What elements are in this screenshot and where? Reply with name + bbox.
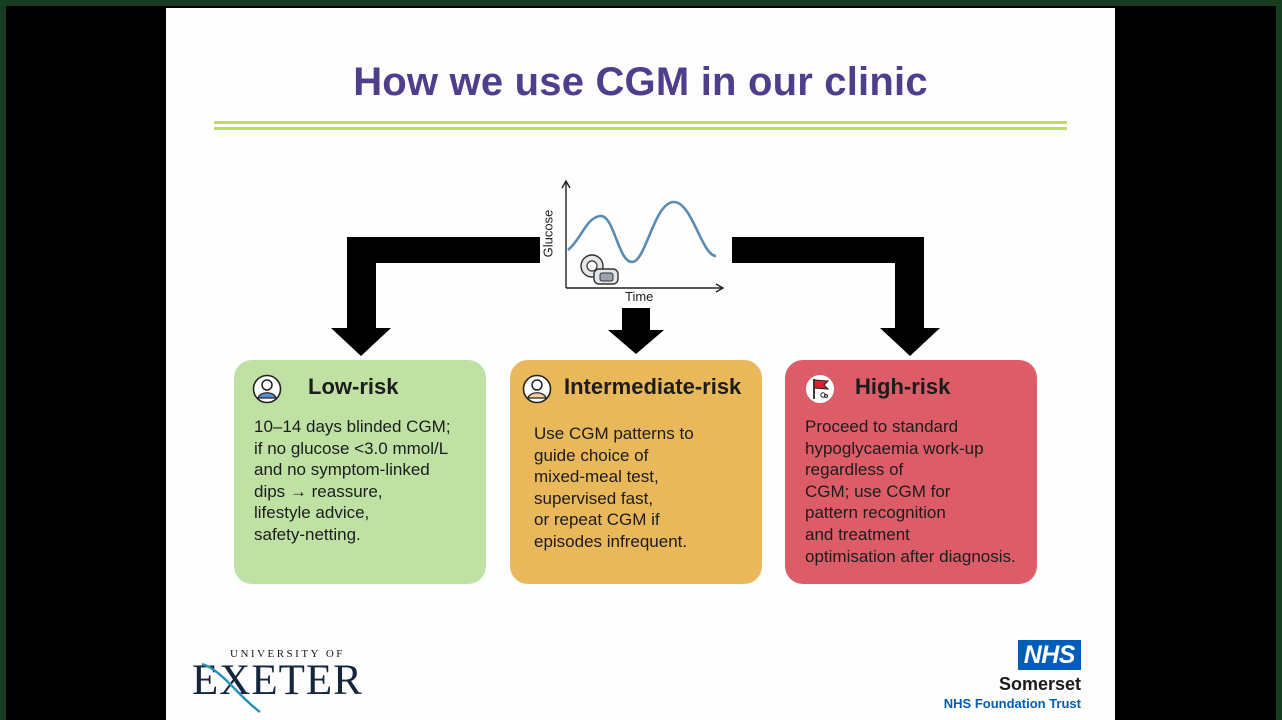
cgm-chart-icon [561, 179, 725, 293]
text-line: guide choice of [534, 445, 649, 465]
text-line: if no glucose <3.0 mmol/L [254, 438, 449, 458]
high-risk-text: Proceed to standard hypoglycaemia work-u… [805, 416, 1027, 567]
text-line: episodes infrequent. [534, 531, 688, 551]
intermediate-risk-box: Intermediate-risk Use CGM patterns to gu… [510, 360, 762, 584]
arrow-to-intermediate-risk [608, 308, 664, 354]
intermediate-risk-title: Intermediate-risk [564, 374, 742, 399]
person-icon [522, 374, 552, 404]
text-line: 10–14 days blinded CGM; [254, 417, 451, 436]
low-risk-title: Low-risk [308, 374, 399, 399]
arrow-to-high-risk [732, 237, 940, 356]
text-line: Proceed to standard [805, 417, 959, 436]
title-rule-top [214, 121, 1067, 124]
text-line: safety-netting. [254, 524, 361, 544]
title-rule-bottom [214, 127, 1067, 130]
flow-arrows [331, 237, 940, 356]
text-line: or repeat CGM if [534, 510, 660, 530]
text-line: and no symptom-linked [254, 460, 430, 480]
red-flag-icon [806, 375, 834, 403]
text-line: lifestyle advice, [254, 503, 370, 523]
text-line: Use CGM patterns to [534, 424, 694, 443]
university-of-exeter-logo: UNIVERSITY OF EXETER [192, 648, 362, 718]
exeter-logo-wordmark: EXETER [192, 657, 363, 704]
nhs-somerset-logo: NHS Somerset NHS Foundation Trust [944, 640, 1081, 711]
low-risk-text: 10–14 days blinded CGM; if no glucose <3… [254, 416, 476, 546]
chart-y-label: Glucose [540, 209, 556, 258]
high-risk-box: High-risk Proceed to standard hypoglycae… [785, 360, 1037, 584]
nhs-logo-mark: NHS [1017, 640, 1081, 670]
glucose-curve [567, 200, 717, 264]
text-line: regardless of [805, 460, 904, 480]
text-line: optimisation after diagnosis. [805, 546, 1016, 566]
text-line: supervised fast, [534, 488, 654, 508]
slide: How we use CGM in our clinic Glucose [166, 8, 1115, 720]
slide-title: How we use CGM in our clinic [353, 60, 928, 104]
high-risk-title: High-risk [855, 374, 951, 399]
low-risk-box: Low-risk 10–14 days blinded CGM; if no g… [234, 360, 486, 584]
text-line: pattern recognition [805, 503, 946, 523]
text-line: mixed-meal test, [534, 467, 659, 487]
arrow-to-low-risk [331, 237, 540, 356]
text-line: CGM; use CGM for [805, 481, 951, 501]
text-line: hypoglycaemia work-up [805, 438, 984, 458]
nhs-organisation: Somerset [998, 674, 1081, 694]
nhs-trust-name: NHS Foundation Trust [943, 696, 1081, 711]
text-line: and treatment [805, 524, 910, 544]
exeter-logo-subtitle: UNIVERSITY OF [230, 648, 345, 660]
text-line: dips → reassure, [254, 481, 383, 501]
exeter-swoosh-icon [201, 662, 261, 713]
intermediate-risk-text: Use CGM patterns to guide choice of mixe… [534, 423, 752, 553]
cgm-sensor-icon [580, 254, 619, 285]
person-icon [252, 374, 282, 404]
chart-x-label: Time [625, 289, 654, 304]
